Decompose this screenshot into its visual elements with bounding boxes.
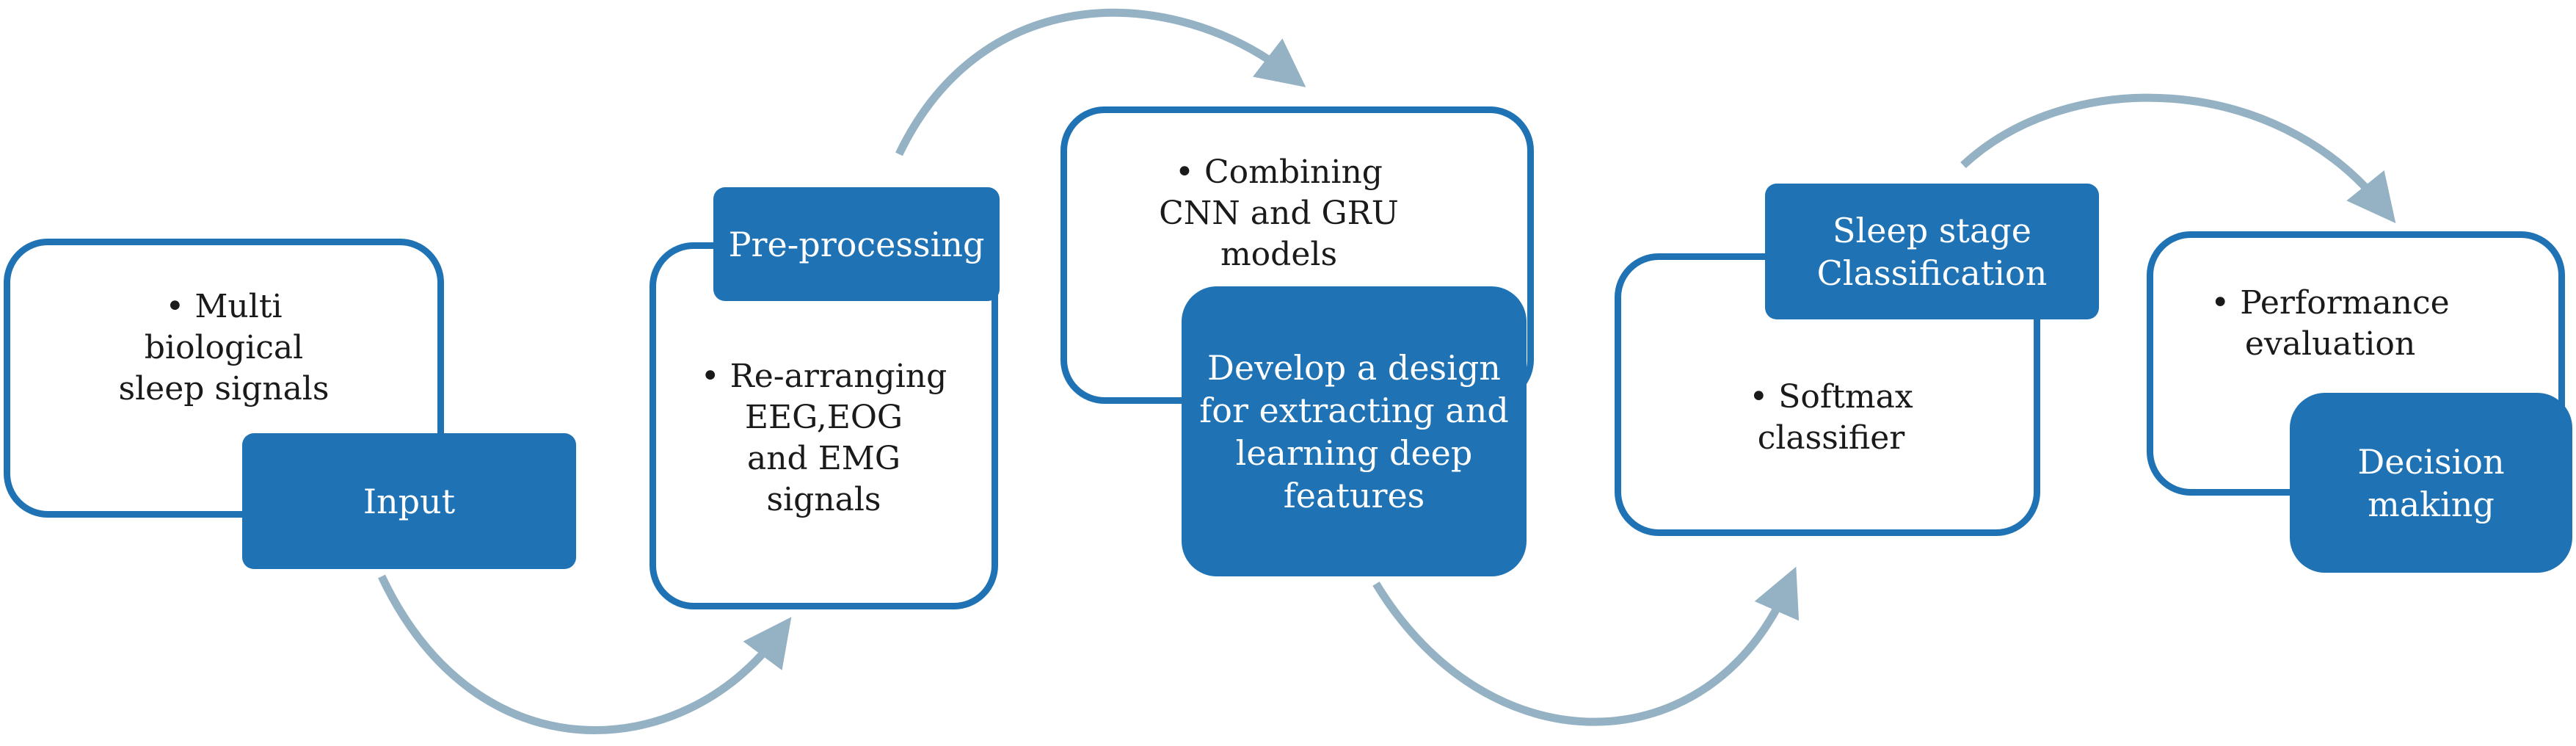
input-detail-line: sleep signals — [118, 370, 330, 408]
classification-label-line: Classification — [1816, 253, 2048, 293]
decision-label-line: making — [2368, 484, 2495, 524]
deep-features-label-line: features — [1283, 475, 1425, 515]
deep-features-detail-line: models — [1220, 236, 1338, 273]
input-label-box: Input — [242, 433, 576, 569]
deep-features-detail-line: • Combining — [1175, 153, 1383, 191]
arrow-input-to-preprocessing — [378, 574, 792, 734]
deep-features-label-line: for extracting and — [1199, 390, 1509, 430]
preprocessing-detail-text: • Re-arranging EEG,EOG and EMG signals — [657, 356, 991, 521]
deep-features-label-line: learning deep — [1235, 432, 1473, 473]
decision-detail-text: • Performance evaluation — [2172, 283, 2488, 365]
preprocessing-detail-line: • Re-arranging — [700, 358, 947, 395]
input-label: Input — [363, 481, 456, 521]
input-detail-line: • Multi — [165, 288, 283, 325]
preprocessing-label-box: Pre-processing — [713, 187, 1000, 301]
decision-detail-line: evaluation — [2244, 325, 2416, 363]
preprocessing-label: Pre-processing — [728, 224, 985, 264]
preprocessing-detail-box — [650, 242, 998, 609]
preprocessing-detail-line: and EMG — [746, 440, 901, 477]
deep-features-label-box: Develop a design for extracting and lear… — [1182, 286, 1527, 576]
classification-label-line: Sleep stage — [1833, 210, 2031, 250]
decision-label-line: Decision — [2357, 441, 2505, 482]
decision-label-box: Decision making — [2290, 393, 2572, 573]
deep-features-detail-text: • Combining CNN and GRU models — [1071, 152, 1486, 275]
classification-label-box: Sleep stage Classification — [1765, 184, 2099, 319]
deep-features-label-line: Develop a design — [1207, 347, 1501, 388]
deep-features-detail-line: CNN and GRU — [1159, 195, 1399, 232]
classification-detail-line: classifier — [1757, 419, 1905, 457]
decision-detail-line: • Performance — [2211, 284, 2450, 322]
input-detail-line: biological — [144, 329, 304, 366]
classification-detail-text: • Softmax classifier — [1681, 377, 1982, 459]
preprocessing-detail-line: EEG,EOG — [744, 399, 903, 436]
arrow-classification-to-decision — [1960, 93, 2396, 223]
input-detail-text: • Multi biological sleep signals — [22, 286, 426, 410]
classification-detail-line: • Softmax — [1749, 378, 1913, 416]
arrow-preprocessing-to-deep-features — [895, 8, 1306, 156]
arrow-deep-features-to-classification — [1372, 566, 1800, 726]
preprocessing-detail-line: signals — [766, 481, 881, 518]
